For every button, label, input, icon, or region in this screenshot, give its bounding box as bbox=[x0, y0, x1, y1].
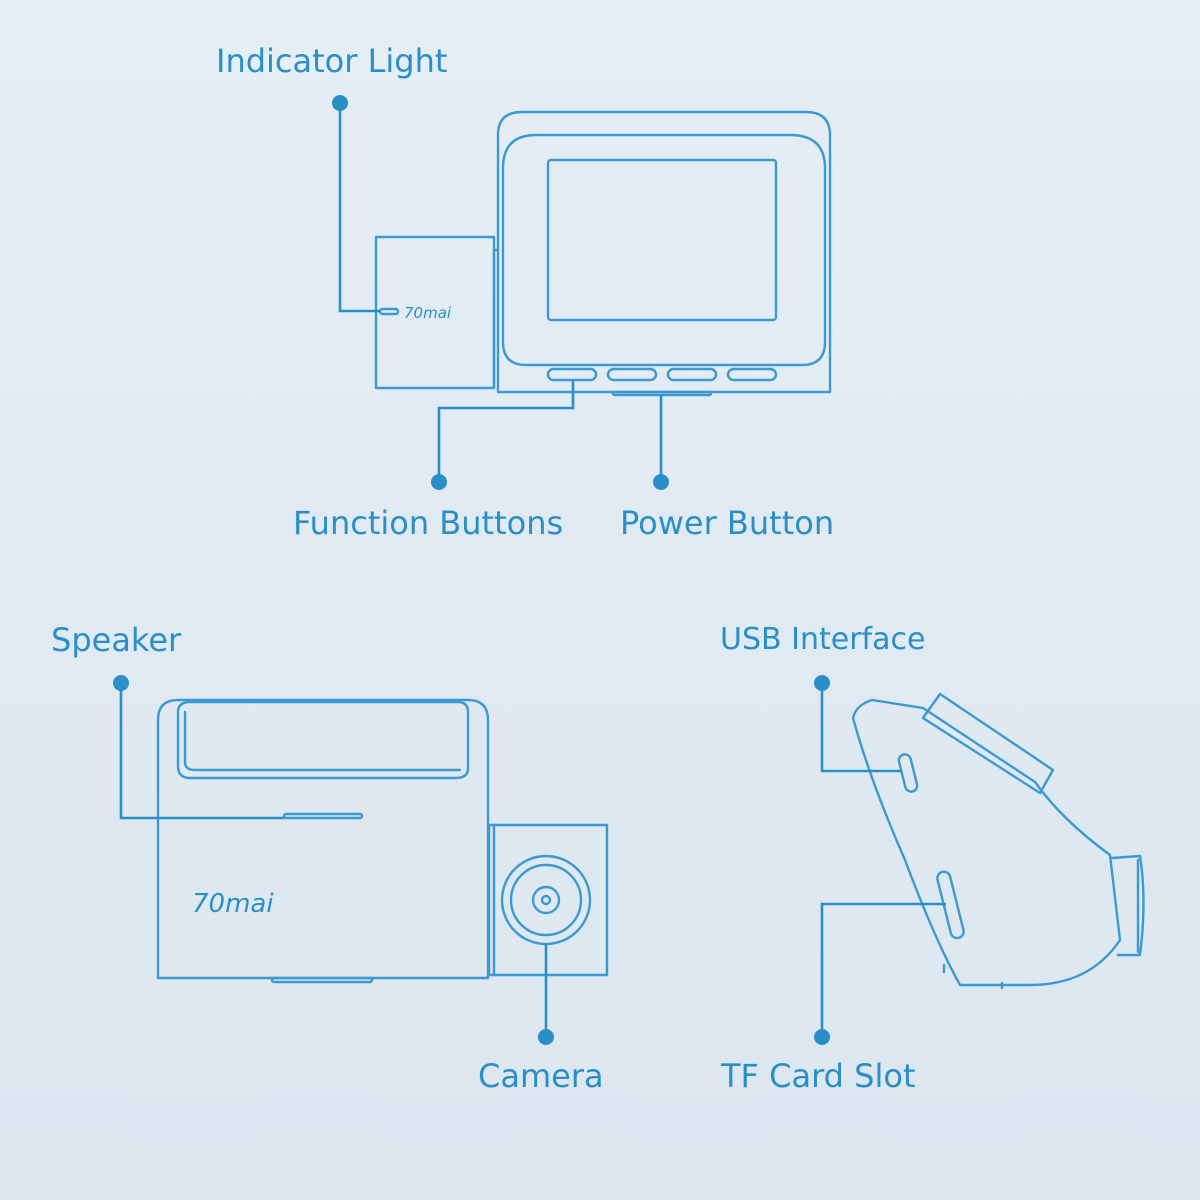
leader-function-buttons bbox=[437, 380, 575, 482]
leader-usb-interface bbox=[820, 683, 902, 773]
callout-indicator-light: Indicator Light bbox=[216, 42, 447, 313]
dot-power-button bbox=[653, 474, 669, 490]
rear-body-bezel bbox=[501, 133, 827, 367]
label-function-buttons: Function Buttons bbox=[293, 504, 563, 542]
label-camera: Camera bbox=[478, 1057, 604, 1095]
camera-lens-outer bbox=[500, 854, 592, 946]
camera-lens-inner bbox=[531, 885, 561, 915]
label-speaker: Speaker bbox=[51, 621, 182, 659]
camera-lens-center bbox=[540, 894, 552, 906]
leader-indicator-light bbox=[338, 103, 380, 313]
label-usb-interface: USB Interface bbox=[720, 622, 925, 657]
power-button bbox=[611, 390, 713, 397]
callout-power-button: Power Button bbox=[620, 396, 834, 542]
front-bottom-tab bbox=[270, 976, 374, 984]
dashcam-front-view: 70mai bbox=[156, 698, 609, 984]
dot-tf-card-slot bbox=[814, 1029, 830, 1045]
screen bbox=[546, 158, 778, 322]
speaker-grille bbox=[282, 812, 364, 820]
front-mount-inner bbox=[183, 710, 462, 772]
dot-camera bbox=[538, 1029, 554, 1045]
rear-body-outer bbox=[496, 110, 832, 394]
side-module-logo: 70mai bbox=[404, 304, 452, 322]
leader-tf-card-slot bbox=[820, 902, 946, 1037]
front-logo: 70mai bbox=[192, 889, 274, 919]
function-button-2 bbox=[606, 367, 658, 382]
dashcam-rear-view: 70mai bbox=[374, 110, 832, 397]
side-lens-housing bbox=[1110, 854, 1145, 957]
front-mount bbox=[176, 700, 470, 780]
dashcam-side-view bbox=[851, 692, 1145, 990]
label-indicator-light: Indicator Light bbox=[216, 42, 447, 80]
label-power-button: Power Button bbox=[620, 504, 834, 542]
callout-function-buttons: Function Buttons bbox=[293, 380, 575, 542]
callout-camera: Camera bbox=[478, 944, 604, 1095]
camera-lens-mid bbox=[509, 863, 583, 937]
indicator-light-slot bbox=[378, 307, 400, 316]
side-mount-pad bbox=[921, 692, 1055, 795]
usb-port bbox=[897, 753, 919, 793]
callout-tf-card-slot: TF Card Slot bbox=[720, 902, 946, 1095]
leader-speaker bbox=[119, 683, 284, 820]
callout-speaker: Speaker bbox=[51, 621, 284, 820]
callout-usb-interface: USB Interface bbox=[720, 622, 925, 773]
camera-module bbox=[487, 823, 609, 977]
label-tf-card-slot: TF Card Slot bbox=[720, 1057, 915, 1095]
function-button-4 bbox=[726, 367, 778, 382]
front-body bbox=[156, 698, 490, 980]
tf-card-slot bbox=[936, 870, 965, 940]
function-button-1 bbox=[546, 367, 598, 382]
dot-function-buttons bbox=[431, 474, 447, 490]
side-body bbox=[851, 698, 1122, 987]
function-button-3 bbox=[666, 367, 718, 382]
